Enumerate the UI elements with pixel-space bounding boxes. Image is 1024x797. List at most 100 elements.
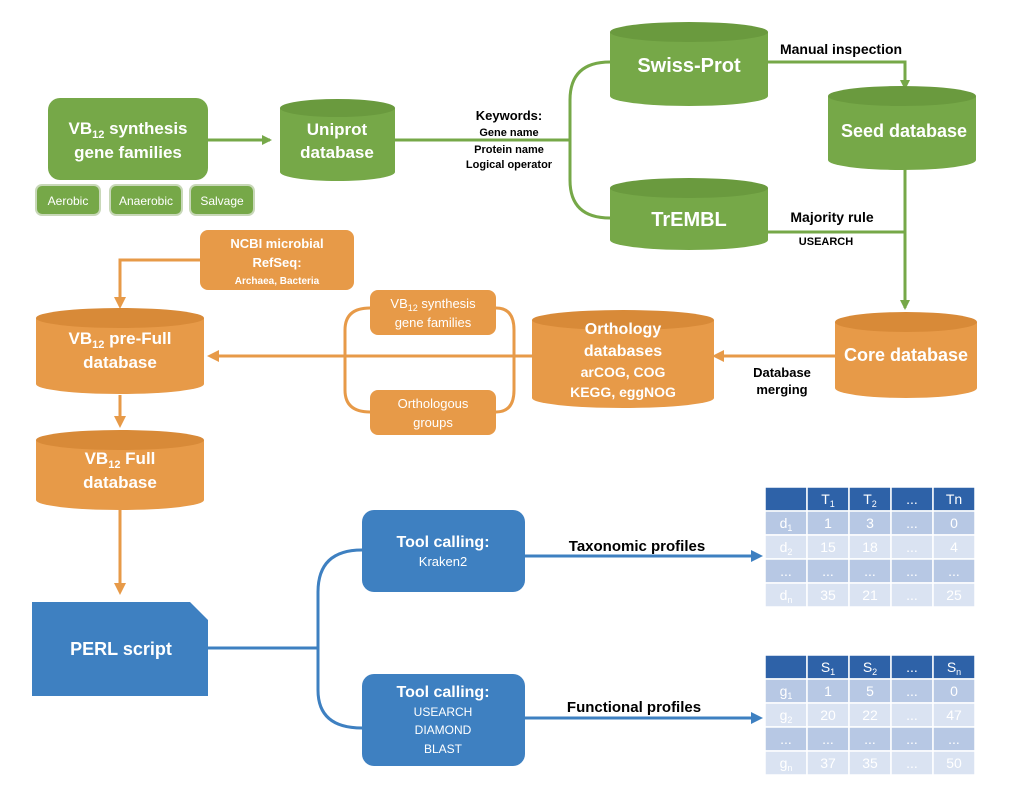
svg-text:Orthology: Orthology: [585, 321, 662, 338]
svg-text:BLAST: BLAST: [424, 742, 463, 756]
table2-cell-value: ...: [906, 683, 918, 699]
svg-text:Tool calling:: Tool calling:: [396, 684, 489, 701]
svg-text:TrEMBL: TrEMBL: [651, 209, 727, 231]
svg-text:gene families: gene families: [74, 143, 182, 162]
table2-cell: [848, 678, 892, 704]
table2-cell: [764, 702, 808, 728]
table2-header-cell: [890, 654, 934, 680]
table1-cell-value: ...: [906, 563, 918, 579]
svg-text:Core database: Core database: [844, 345, 968, 365]
table1-cell-value: 4: [950, 539, 958, 555]
perl-script-shape: PERL script: [32, 602, 208, 696]
table1-cell-value: ...: [906, 539, 918, 555]
svg-text:Orthologous: Orthologous: [398, 396, 469, 411]
manual-inspection-label: Manual inspection: [780, 41, 902, 57]
table2-header-label: S1: [821, 659, 835, 677]
svg-text:Keywords:: Keywords:: [476, 108, 542, 123]
table1-header-label: Tn: [946, 491, 962, 507]
table1-cell-value: ...: [780, 563, 792, 579]
table1-cell: [890, 558, 934, 584]
orange-gene-families-box: VB12 synthesis gene families: [370, 290, 496, 335]
table1-cell-value: 3: [866, 515, 874, 531]
svg-text:DIAMOND: DIAMOND: [415, 723, 472, 737]
table2-cell-value: ...: [822, 731, 834, 747]
vb12-prefull-cylinder: VB12 pre-Full database: [36, 308, 204, 394]
table2-cell: [806, 702, 850, 728]
seed-database-cylinder: Seed database: [828, 86, 976, 170]
table1-header-label: T2: [863, 491, 877, 509]
svg-text:PERL script: PERL script: [70, 639, 172, 659]
functional-profiles-label: Functional profiles: [567, 699, 701, 716]
table1-cell: [764, 534, 808, 560]
table1-cell-value: ...: [864, 563, 876, 579]
table1-header-cell: [890, 486, 934, 512]
orthologous-groups-box: Orthologous groups: [370, 390, 496, 435]
svg-text:Uniprot: Uniprot: [307, 120, 368, 139]
table2-cell-value: 1: [824, 683, 832, 699]
table1-cell-value: 35: [820, 587, 836, 603]
table2-header-cell: [764, 654, 808, 680]
vb12-full-cylinder: VB12 Full database: [36, 430, 204, 510]
svg-text:database: database: [83, 473, 157, 492]
green-connectors: [208, 60, 910, 310]
svg-text:KEGG, eggNOG: KEGG, eggNOG: [570, 384, 676, 400]
tool-calling-alignment-box: Tool calling: USEARCH DIAMOND BLAST: [362, 674, 525, 766]
chip-anaerobic: Anaerobic: [109, 184, 183, 216]
table1-cell-value: 21: [862, 587, 878, 603]
table1-cell-value: 0: [950, 515, 958, 531]
svg-text:Archaea, Bacteria: Archaea, Bacteria: [235, 276, 320, 287]
svg-text:gene families: gene families: [395, 315, 472, 330]
svg-text:databases: databases: [584, 343, 662, 360]
orange-connectors: [114, 258, 835, 595]
svg-text:Logical operator: Logical operator: [466, 159, 553, 171]
usearch-label: USEARCH: [799, 236, 853, 248]
table2-cell-value: 47: [946, 707, 962, 723]
chip-salvage: Salvage: [189, 184, 255, 216]
table1-cell-value: 1: [824, 515, 832, 531]
svg-text:Swiss-Prot: Swiss-Prot: [637, 55, 741, 77]
table2-cell: [932, 750, 976, 776]
core-database-cylinder: Core database: [835, 312, 977, 398]
table1-cell: [932, 510, 976, 536]
svg-text:Gene name: Gene name: [479, 127, 538, 139]
database-merging-label-2: merging: [756, 382, 807, 397]
table2-cell-value: ...: [780, 731, 792, 747]
svg-text:RefSeq:: RefSeq:: [252, 255, 301, 270]
swissprot-cylinder: Swiss-Prot: [610, 22, 768, 106]
keywords-label: Keywords: Gene name Protein name Logical…: [466, 108, 553, 171]
table1-cell-value: d1: [780, 515, 793, 533]
table2-cell-value: 50: [946, 755, 962, 771]
table2-cell-value: g2: [780, 707, 793, 725]
uniprot-database-cylinder: Uniprot database: [280, 99, 395, 181]
table2-header-label: S2: [863, 659, 877, 677]
svg-text:USEARCH: USEARCH: [414, 705, 473, 719]
table2-cell-value: ...: [906, 755, 918, 771]
table2-cell-value: ...: [948, 731, 960, 747]
table2-cell: [764, 678, 808, 704]
table2-cell-value: gn: [780, 755, 793, 773]
svg-text:VB12 Full: VB12 Full: [85, 449, 156, 471]
svg-text:Anaerobic: Anaerobic: [119, 194, 173, 208]
table2-cell-value: 35: [862, 755, 878, 771]
table2-cell: [764, 750, 808, 776]
table1-cell-value: ...: [906, 515, 918, 531]
svg-text:VB12 synthesis: VB12 synthesis: [390, 296, 476, 313]
table1-cell-value: ...: [822, 563, 834, 579]
table1-cell: [848, 582, 892, 608]
table2-cell-value: 0: [950, 683, 958, 699]
svg-text:Kraken2: Kraken2: [419, 554, 467, 569]
orthology-databases-cylinder: Orthology databases arCOG, COG KEGG, egg…: [532, 310, 714, 408]
table2-cell: [764, 726, 808, 752]
table2-cell: [806, 678, 850, 704]
table2-cell-value: ...: [864, 731, 876, 747]
table1-header-label: ...: [906, 491, 918, 507]
database-merging-label: Database: [753, 365, 811, 380]
svg-text:Seed database: Seed database: [841, 121, 967, 141]
table2-cell-value: 5: [866, 683, 874, 699]
table1-cell-value: 15: [820, 539, 836, 555]
blue-connectors: [208, 548, 763, 730]
svg-text:database: database: [83, 353, 157, 372]
